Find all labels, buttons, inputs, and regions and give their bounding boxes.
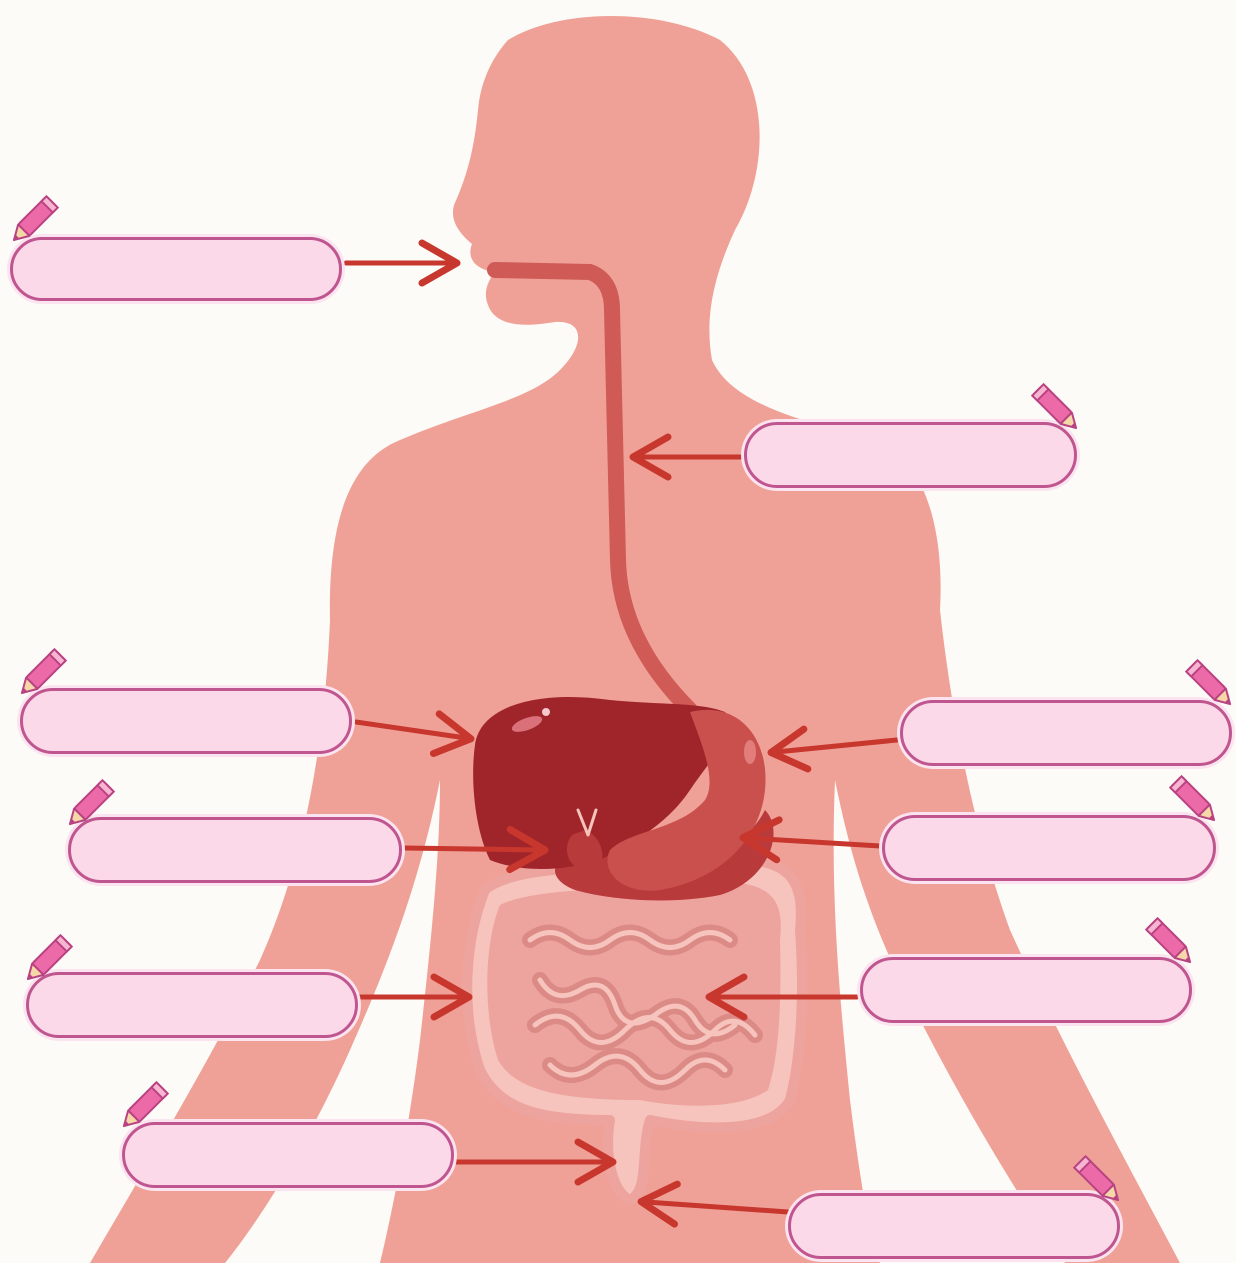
label-input-esophagus[interactable] [747,425,1074,485]
label-input-liver[interactable] [23,691,349,751]
label-box-gallbladder[interactable] [68,817,402,883]
label-input-pancreas[interactable] [885,818,1213,878]
pencil-icon [1166,772,1224,830]
pencil-icon [12,645,70,703]
label-input-gallbladder[interactable] [71,820,399,880]
pencil-icon [114,1078,172,1136]
pencil-icon [1182,656,1236,714]
pencil-icon [60,776,118,834]
label-input-rectum[interactable] [125,1125,451,1185]
label-input-large-intestine[interactable] [29,975,355,1035]
pencil-icon [4,192,62,250]
arrow-icon [404,848,540,850]
label-input-anus[interactable] [791,1196,1117,1256]
label-input-small-intestine[interactable] [863,960,1189,1020]
pencil-icon [1070,1152,1128,1210]
pencil-icon [18,931,76,989]
pencil-icon [1028,380,1086,438]
label-input-stomach[interactable] [903,703,1229,763]
pencil-icon [1142,914,1200,972]
